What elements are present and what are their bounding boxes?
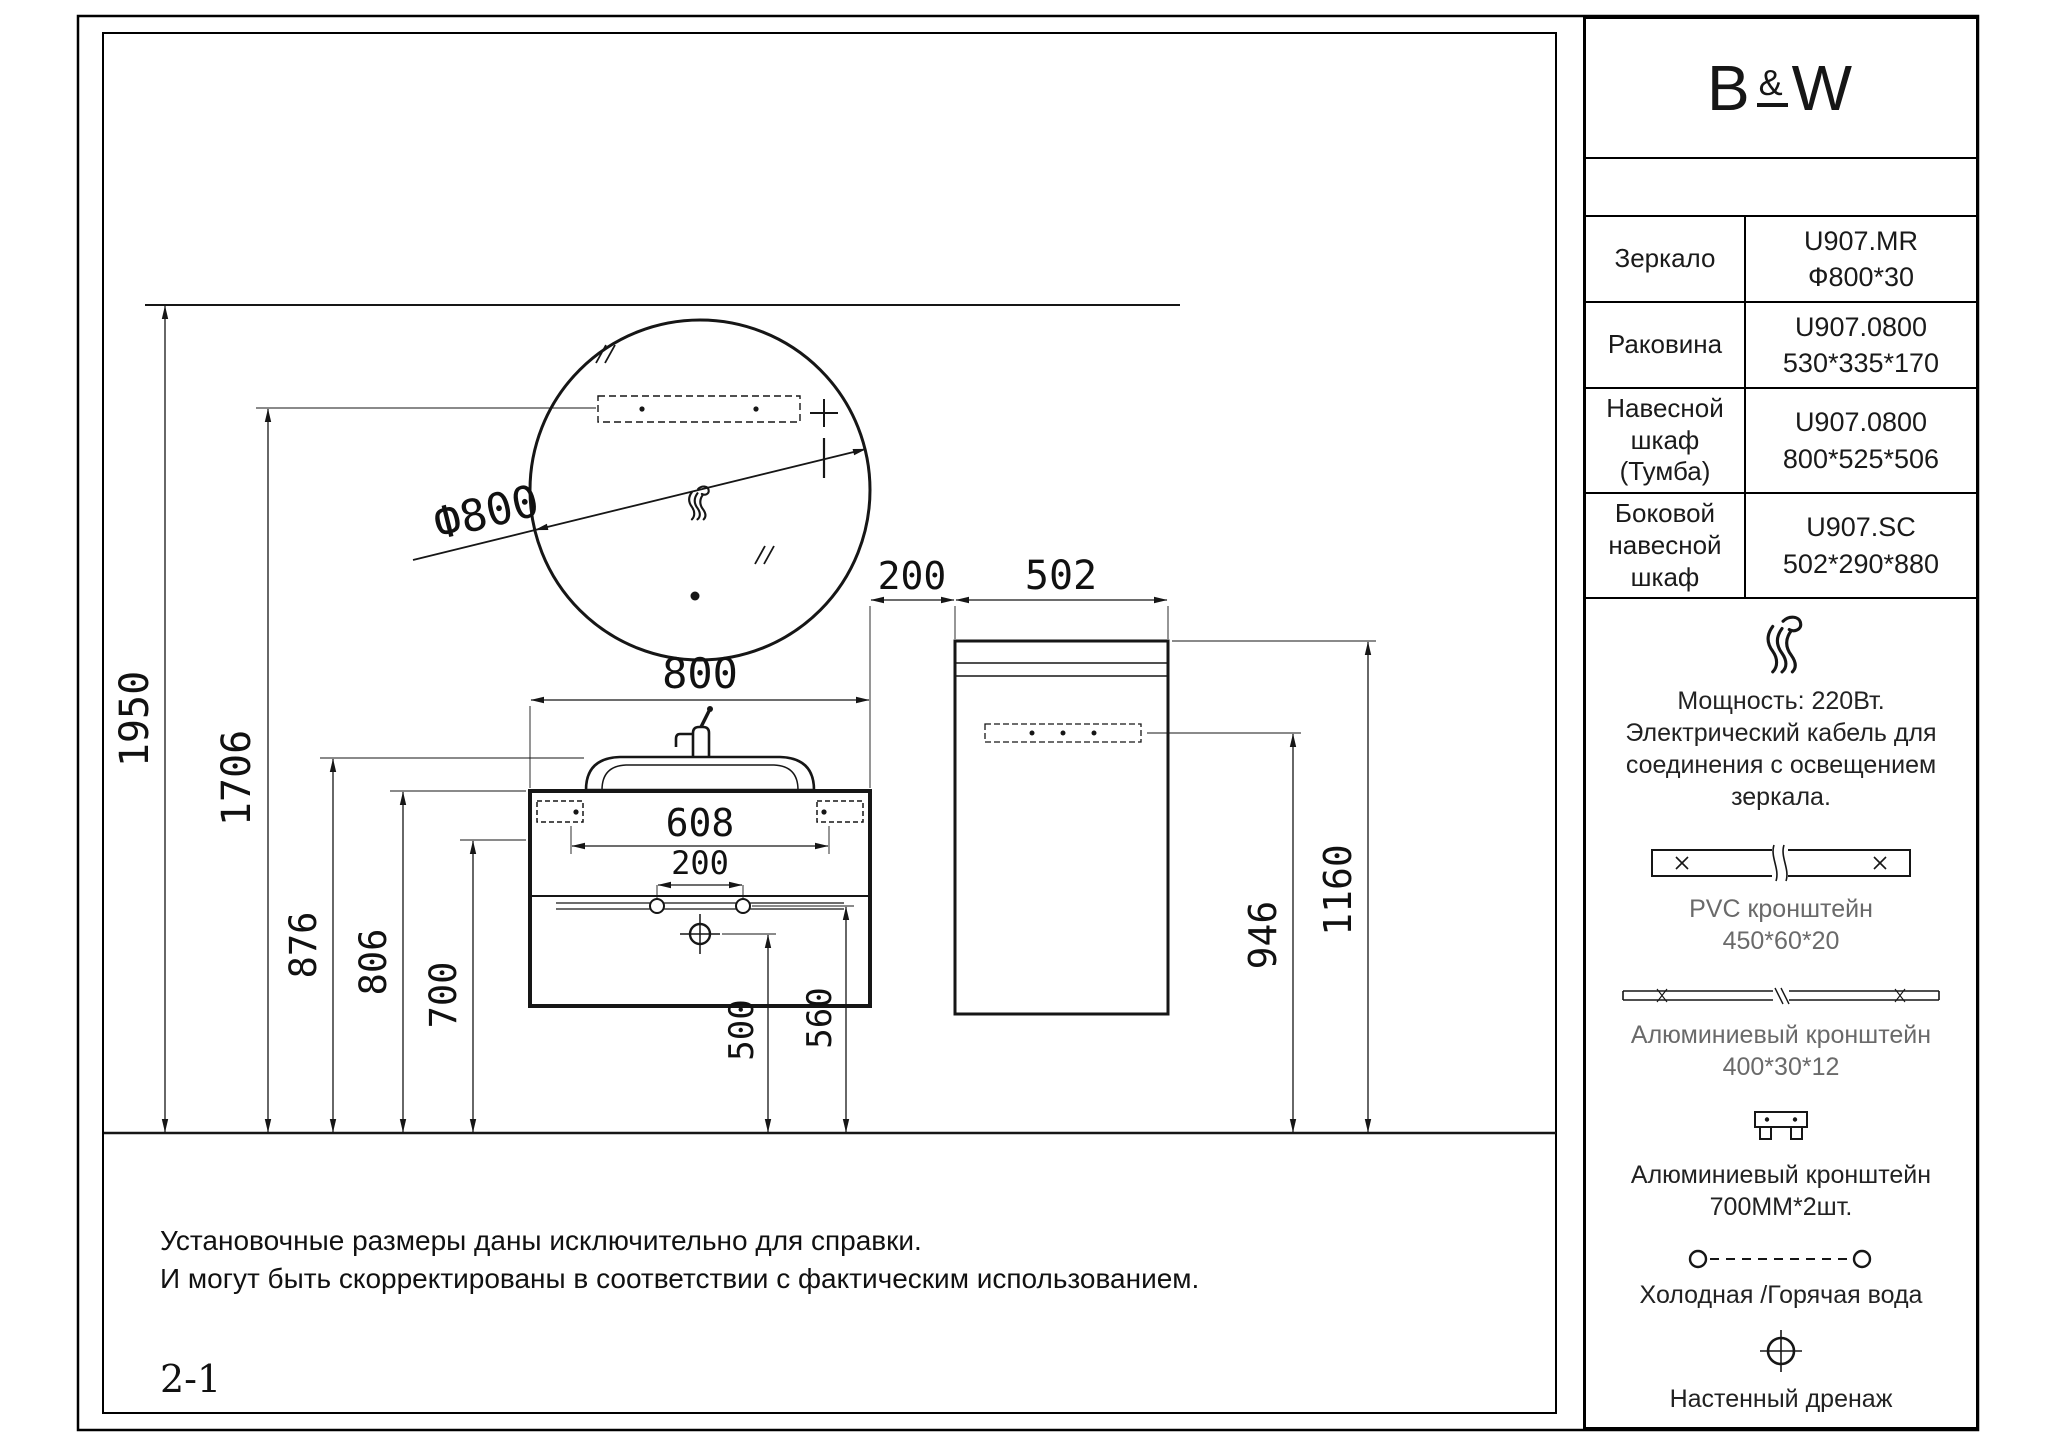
note-line-2: И могут быть скорректированы в соответст…	[160, 1263, 1199, 1294]
dim-1706: 1706	[214, 730, 260, 826]
pvc-bracket-icon	[1651, 845, 1911, 882]
logo-ampersand: &	[1756, 65, 1788, 107]
alu-note-line: 400*30*12	[1722, 1053, 1840, 1082]
mounting-holes	[649, 898, 751, 914]
row-label: Зеркало	[1586, 215, 1746, 303]
spec-table: Зеркало U907.MR Ф800*30 Раковина U907.08…	[1586, 215, 1976, 600]
dim-560: 560	[800, 987, 840, 1048]
vanity-handles	[536, 800, 864, 823]
mirror-diameter-line	[412, 448, 867, 561]
pvc-note: PVC кронштейн 450*60*20	[1689, 893, 1873, 957]
drain-note: Настенный дренаж	[1669, 1385, 1893, 1414]
mounting-bracket-icon	[1754, 1111, 1808, 1141]
switch-plus-icon	[810, 399, 838, 478]
mounting-note-line: Алюминиевый кронштейн	[1630, 1161, 1932, 1190]
mirror-led-strip	[597, 395, 801, 423]
side-cabinet	[953, 639, 1170, 1016]
extension-lines	[256, 407, 1376, 935]
mounting-note-line: 700ММ*2шт.	[1709, 1193, 1853, 1222]
model-size: 530*335*170	[1782, 348, 1940, 378]
dimension-lines	[161, 305, 1372, 1133]
wall-mirror	[412, 318, 872, 662]
row-label: Раковина	[1586, 301, 1746, 389]
dim-1160: 1160	[1316, 844, 1360, 936]
row-value: U907.SC 502*290*880	[1744, 492, 1976, 600]
dim-806: 806	[352, 929, 395, 996]
dim-946: 946	[1241, 901, 1285, 970]
table-row-sink: Раковина U907.0800 530*335*170	[1586, 301, 1976, 389]
dim-mirror-diameter: Ф800	[429, 476, 544, 551]
mirror-dot	[690, 591, 700, 601]
dim-608: 608	[666, 801, 735, 845]
glass-shine-marks	[595, 344, 775, 565]
row-value: U907.0800 530*335*170	[1744, 301, 1976, 389]
dim-1950: 1950	[112, 671, 158, 767]
room-lines	[104, 304, 1556, 1135]
power-note-line: Электрический кабель для	[1625, 719, 1937, 748]
power-cable-icon	[1766, 616, 1803, 674]
aluminum-bracket-icon	[1622, 987, 1940, 1006]
sheet-number: 2-1	[160, 1357, 221, 1401]
power-note-line: Мощность: 220Вт.	[1677, 687, 1885, 716]
row-value: U907.0800 800*525*506	[1744, 386, 1976, 495]
water-supply-icon	[1688, 1250, 1872, 1269]
mounting-bracket-note: Алюминиевый кронштейн 700ММ*2шт.	[1631, 1159, 1931, 1223]
row-label: Навесной шкаф (Тумба)	[1586, 386, 1746, 495]
vanity-cabinet	[528, 789, 872, 1008]
power-note-line: соединения с освещением	[1625, 751, 1937, 780]
brand-logo: B & W	[1707, 56, 1855, 120]
pvc-note-line: PVC кронштейн	[1689, 895, 1873, 924]
pvc-note-line: 450*60*20	[1722, 927, 1840, 956]
aluminum-bracket-note: Алюминиевый кронштейн 400*30*12	[1631, 1019, 1931, 1083]
alu-note-line: Алюминиевый кронштейн	[1630, 1021, 1932, 1050]
model-code: U907.0800	[1794, 407, 1928, 438]
table-row-vanity: Навесной шкаф (Тумба) U907.0800 800*525*…	[1586, 386, 1976, 495]
sink-bowl	[584, 755, 816, 792]
model-size: Ф800*30	[1807, 262, 1915, 292]
row-label: Боковой навесной шкаф	[1586, 492, 1746, 600]
logo-letter-w: W	[1791, 52, 1856, 124]
model-code: U907.MR	[1803, 225, 1919, 256]
model-code: U907.SC	[1806, 512, 1916, 543]
model-size: 800*525*506	[1782, 443, 1940, 474]
row-value: U907.MR Ф800*30	[1744, 215, 1976, 303]
dim-502: 502	[1025, 553, 1097, 599]
note-line-1: Установочные размеры даны исключительно …	[160, 1225, 922, 1256]
dim-200-gap: 200	[878, 554, 947, 598]
dim-876: 876	[282, 912, 325, 979]
brand-logo-box: B & W	[1586, 19, 1976, 159]
sheet-notes: Установочные размеры даны исключительно …	[160, 1225, 1199, 1401]
panel-icons-section: Мощность: 220Вт. Электрический кабель дл…	[1586, 599, 1976, 1415]
water-note: Холодная /Горячая вода	[1639, 1281, 1923, 1310]
dim-700: 700	[422, 962, 465, 1029]
model-code: U907.0800	[1794, 311, 1928, 342]
table-row-mirror: Зеркало U907.MR Ф800*30	[1586, 215, 1976, 303]
dim-800: 800	[662, 649, 738, 698]
power-note: Мощность: 220Вт. Электрический кабель дл…	[1625, 685, 1936, 813]
model-size: 502*290*880	[1782, 548, 1940, 579]
cabinet-led-strip	[984, 723, 1142, 743]
mounting-bracket-line	[556, 902, 844, 910]
table-row-side-cabinet: Боковой навесной шкаф U907.SC 502*290*88…	[1586, 492, 1976, 600]
spec-panel: B & W Зеркало U907.MR Ф800*30 Раковина U…	[1583, 16, 1979, 1430]
wall-drain-icon	[1760, 1330, 1802, 1373]
logo-letter-b: B	[1706, 52, 1753, 124]
drain-symbol	[680, 914, 720, 954]
power-note-line: зеркала.	[1731, 783, 1831, 812]
dim-200-holes: 200	[671, 844, 729, 882]
dim-500: 500	[722, 999, 762, 1060]
